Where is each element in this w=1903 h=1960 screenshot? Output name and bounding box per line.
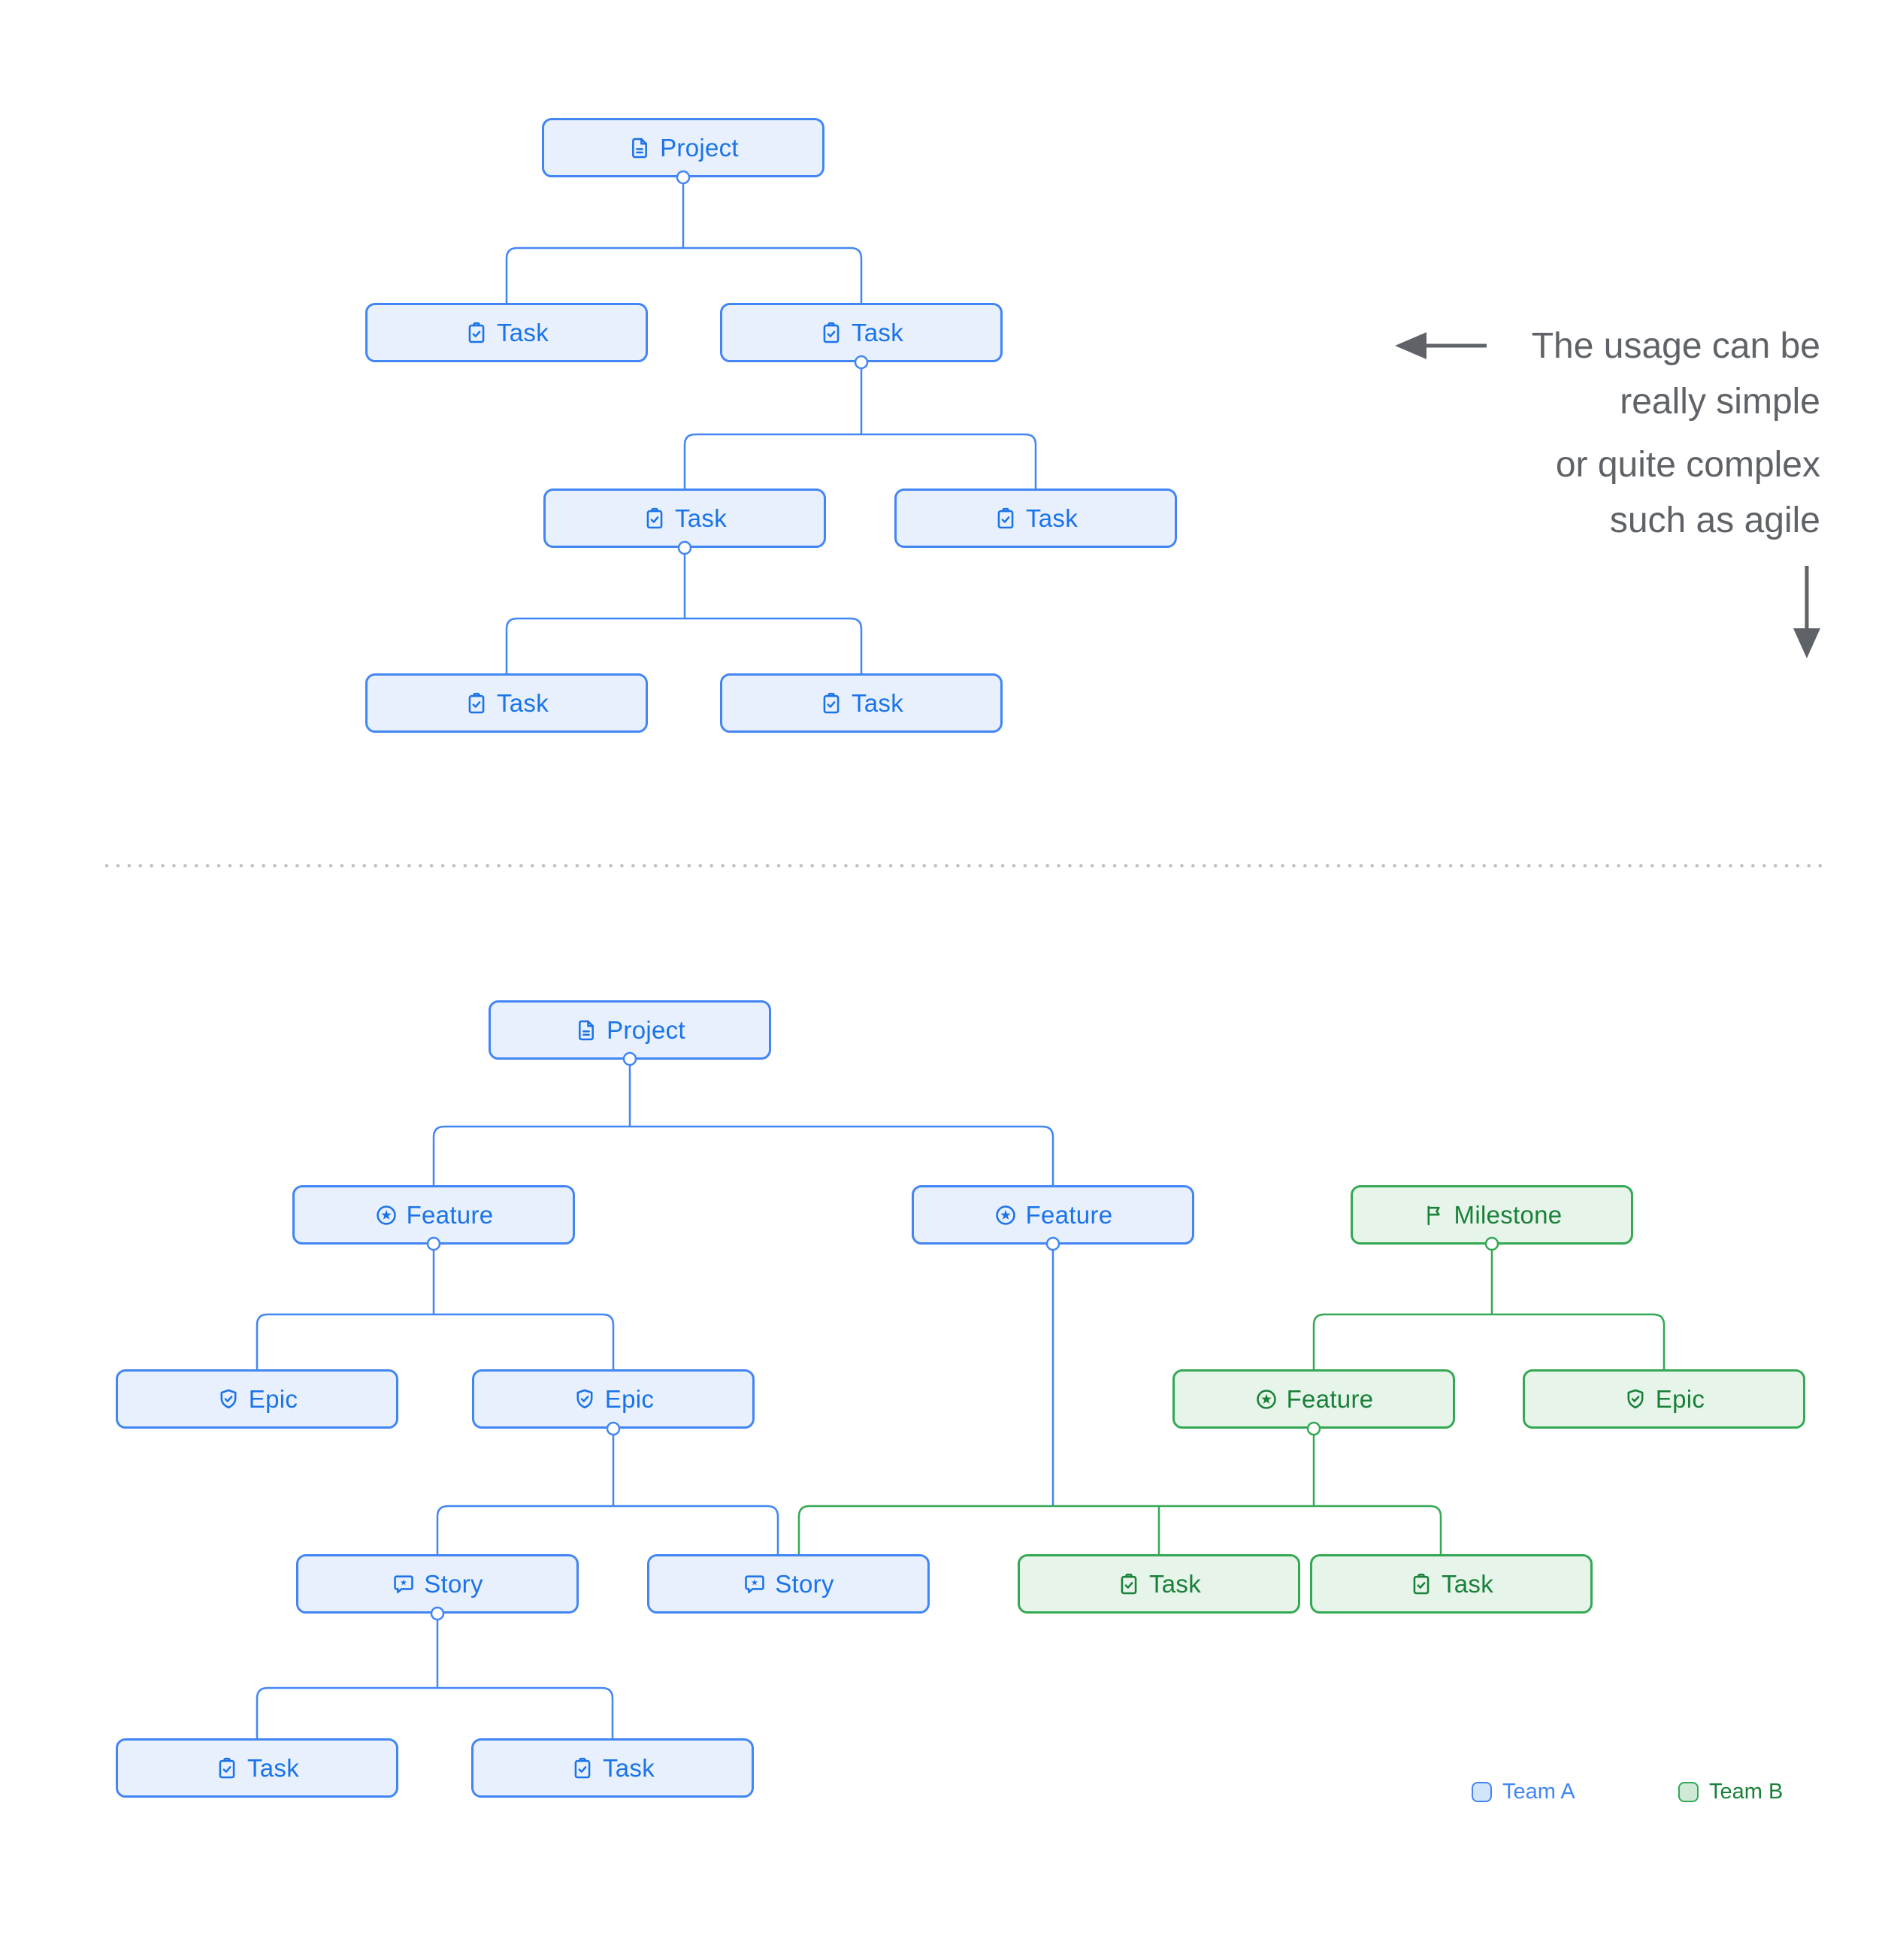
node-task: Task [365,673,648,733]
node-story: Story [296,1554,579,1614]
node-task: Task [471,1738,754,1798]
node-label: Task [851,318,904,346]
team-a-swatch [1472,1782,1492,1802]
annotation-line: or quite complex [1555,445,1820,485]
connectors-team-a [256,177,1054,1738]
legend-label: Team A [1502,1780,1575,1804]
node-project: Project [542,118,824,177]
down-arrow-head [1793,628,1820,658]
story-icon [743,1572,767,1596]
node-milestone: Milestone [1351,1185,1633,1245]
node-label: Feature [1025,1200,1113,1229]
task-icon [464,691,489,715]
node-label: Task [602,1753,655,1782]
connector [432,1125,1054,1185]
milestone-icon [1422,1203,1446,1227]
feature-icon [1254,1387,1278,1411]
task-icon [215,1756,239,1780]
node-label: Story [424,1569,483,1598]
annotation-line: The usage can be [1531,326,1820,366]
connector [505,247,863,303]
node-story: Story [647,1554,930,1614]
node-feature: Feature [912,1185,1194,1245]
annotation-text: The usage can be really simple or quite … [1532,319,1820,549]
node-task: Task [894,488,1177,548]
project-icon [574,1018,598,1042]
node-label: Feature [406,1200,494,1229]
task-icon [464,321,489,345]
node-task: Task [1018,1554,1300,1614]
node-label: Task [1025,504,1079,532]
node-label: Task [496,318,549,346]
epic-icon [216,1387,241,1411]
node-task: Task [116,1738,398,1798]
node-label: Task [247,1753,300,1782]
node-epic: Epic [116,1369,398,1429]
node-feature: Feature [292,1185,575,1245]
task-icon [819,691,843,715]
node-label: Epic [1655,1384,1705,1413]
connector [436,1505,779,1554]
legend-team-b: Team B [1678,1780,1783,1804]
connector [256,1686,614,1738]
node-task: Task [1310,1554,1593,1614]
node-label: Project [607,1015,685,1044]
task-icon [1409,1572,1433,1596]
node-label: Epic [248,1384,298,1413]
node-epic: Epic [1523,1369,1805,1429]
node-task: Task [365,303,648,362]
epic-icon [573,1387,597,1411]
left-arrow-head [1395,332,1426,359]
node-label: Feature [1286,1384,1374,1413]
story-icon [392,1572,416,1596]
feature-icon [374,1203,398,1227]
task-icon [819,321,843,345]
project-icon [628,136,652,160]
legend-label: Team B [1709,1780,1783,1804]
team-b-swatch [1678,1782,1699,1802]
connector [1312,1313,1666,1369]
legend-team-a: Team A [1472,1780,1575,1804]
node-label: Epic [604,1384,655,1413]
connector [683,433,1037,488]
task-icon [994,507,1018,531]
connector [797,1505,1442,1554]
node-epic: Epic [472,1369,755,1429]
node-task: Task [720,303,1003,362]
node-label: Task [1441,1569,1494,1598]
annotation-line: really simple [1620,382,1820,422]
node-label: Task [674,504,728,532]
connector [505,617,863,673]
task-icon [643,507,667,531]
node-task: Task [720,673,1003,733]
node-project: Project [489,1000,771,1060]
task-icon [1117,1572,1141,1596]
node-label: Task [851,688,904,717]
task-icon [570,1756,594,1780]
node-feature: Feature [1172,1369,1455,1429]
connector [256,1313,615,1369]
annotation-line: such as agile [1609,501,1820,540]
node-label: Milestone [1454,1200,1563,1229]
node-label: Task [496,688,549,717]
node-label: Project [660,133,739,162]
epic-icon [1623,1387,1647,1411]
node-task: Task [543,488,826,548]
node-label: Task [1148,1569,1202,1598]
feature-icon [994,1203,1018,1227]
node-label: Story [775,1569,834,1598]
